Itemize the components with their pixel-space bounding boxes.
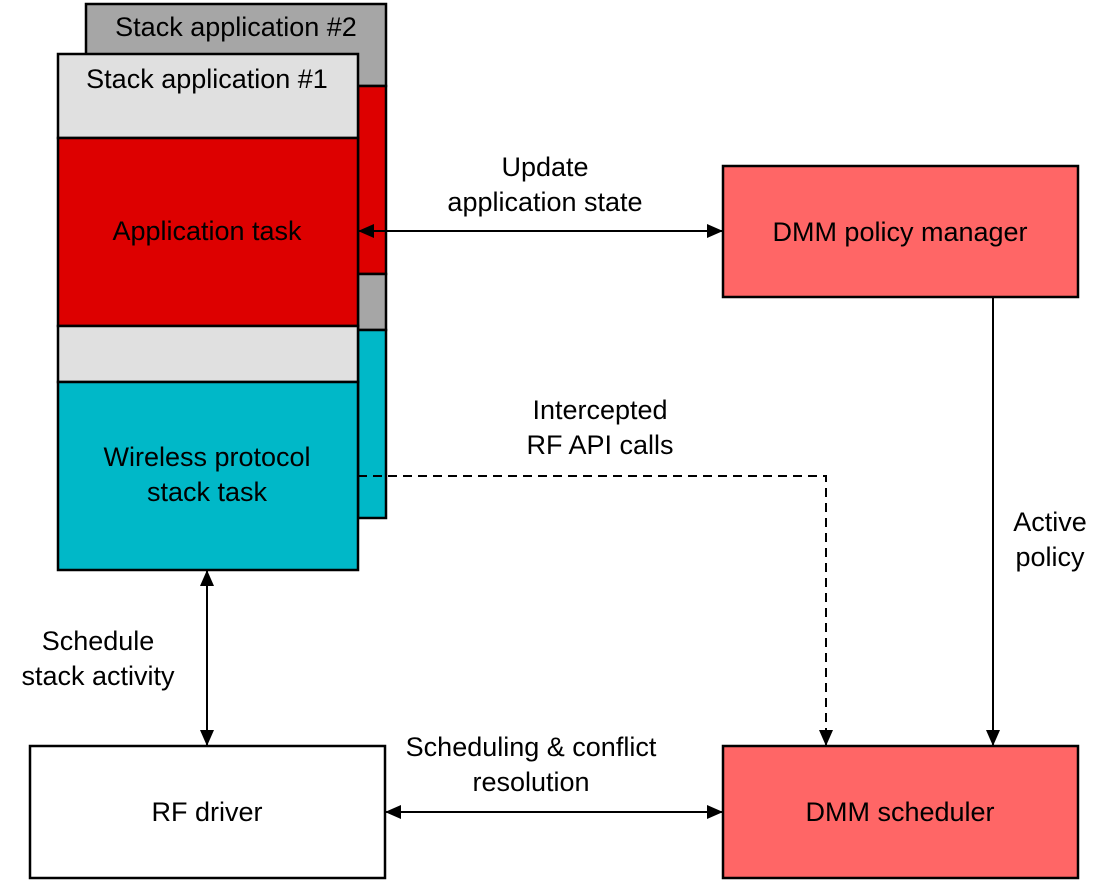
dmm-policy-manager-label: DMM policy manager [772, 217, 1027, 247]
intercepted-calls-label-line2: RF API calls [526, 430, 673, 460]
dmm-scheduler-label: DMM scheduler [805, 797, 994, 827]
protocol-task-label-line2: stack task [147, 477, 268, 507]
rf-driver-label: RF driver [151, 797, 262, 827]
active-policy-label-line2: policy [1015, 542, 1085, 572]
stack-app-2-spacer [356, 272, 388, 332]
application-task-label: Application task [112, 216, 302, 246]
scheduling-conflict-label-line1: Scheduling & conflict [406, 732, 657, 762]
intercepted-calls-arrow [358, 475, 833, 746]
schedule-activity-label-line2: stack activity [21, 661, 175, 691]
scheduling-conflict-label-line2: resolution [472, 767, 589, 797]
protocol-task-label-line1: Wireless protocol [103, 442, 310, 472]
stack-app-2-protocol-task [356, 328, 388, 520]
rf-driver-box [28, 744, 387, 880]
dmm-scheduler: DMM scheduler [721, 744, 1080, 880]
stack-app-1-title: Stack application #1 [86, 64, 328, 94]
update-state-label-line1: Update [501, 152, 588, 182]
rf-driver: RF driver [28, 744, 387, 880]
update-state-label-line2: application state [447, 187, 642, 217]
stack-application-1: Stack application #1 Application task Wi… [56, 52, 360, 572]
dmm-policy-manager: DMM policy manager [721, 164, 1080, 299]
active-policy-label-line1: Active [1013, 507, 1087, 537]
dmm-policy-manager-box [721, 164, 1080, 299]
schedule-activity-label-line1: Schedule [42, 626, 155, 656]
protocol-stack-task-box [56, 380, 360, 572]
stack-application-2: Stack application #2 [84, 2, 388, 520]
stack-app-1-spacer [56, 324, 360, 384]
stack-app-2-application-task [356, 84, 388, 276]
intercepted-calls-label-line1: Intercepted [532, 395, 667, 425]
stack-app-2-title: Stack application #2 [115, 12, 357, 42]
